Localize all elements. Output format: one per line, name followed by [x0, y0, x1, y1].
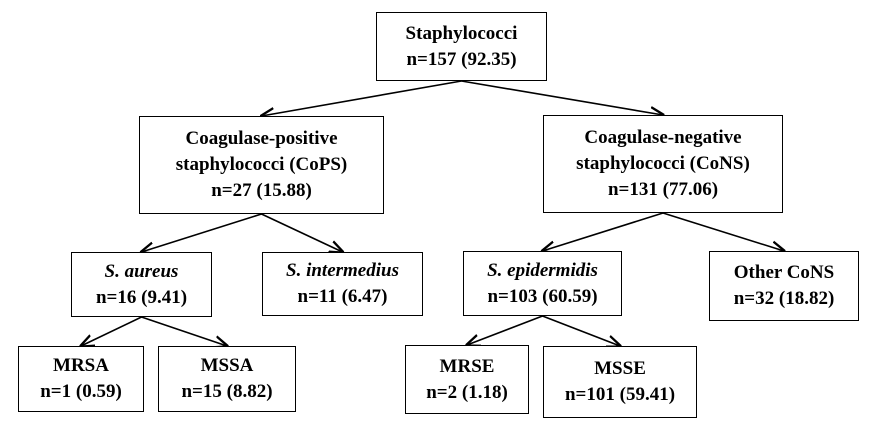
arrow-root-to-cons [461, 80, 664, 115]
node-cops-count: n=27 (15.88) [211, 180, 312, 201]
arrow-s_epidermidis-to-mrse [467, 315, 543, 345]
node-cons-label-line2: staphylococci (CoNS) [576, 153, 750, 174]
node-mrse: MRSE n=2 (1.18) [405, 345, 529, 414]
node-mrsa-count: n=1 (0.59) [40, 381, 122, 402]
arrow-s_aureus-to-mssa [141, 316, 228, 346]
node-s-intermedius: S. intermedius n=11 (6.47) [262, 252, 423, 316]
node-staphylococci-label: Staphylococci [405, 22, 518, 44]
node-s-aureus-label: S. aureus [104, 260, 179, 282]
node-s-aureus: S. aureus n=16 (9.41) [71, 252, 212, 317]
node-cops-label-line1: Coagulase-positive [185, 128, 338, 149]
node-staphylococci: Staphylococci n=157 (92.35) [376, 12, 547, 81]
arrow-s_aureus-to-mrsa [81, 316, 142, 346]
node-s-intermedius-label: S. intermedius [286, 260, 399, 281]
node-other-cons: Other CoNS n=32 (18.82) [709, 251, 859, 321]
node-msse-count: n=101 (59.41) [564, 384, 676, 405]
node-mrsa: MRSA n=1 (0.59) [18, 346, 144, 412]
node-s-epidermidis-count: n=103 (60.59) [487, 285, 598, 307]
node-other-cons-label: Other CoNS [733, 262, 835, 283]
node-mssa-label: MSSA [200, 355, 254, 376]
arrow-cops-to-s_aureus [142, 213, 262, 252]
arrow-cops-to-s_intermedius [261, 213, 343, 252]
node-cops-label-line2: staphylococci (CoPS) [175, 154, 348, 175]
node-msse: MSSE n=101 (59.41) [543, 346, 697, 418]
node-coagulase-positive: Coagulase-positive staphylococci (CoPS) … [139, 116, 384, 214]
node-mssa: MSSA n=15 (8.82) [158, 346, 296, 412]
node-cons-label-line1: Coagulase-negative [584, 127, 742, 148]
arrow-cons-to-other_cons [662, 212, 784, 251]
arrow-cons-to-s_epidermidis [543, 212, 664, 251]
node-s-intermedius-count: n=11 (6.47) [297, 286, 388, 307]
node-cons-count: n=131 (77.06) [607, 179, 719, 200]
node-s-epidermidis: S. epidermidis n=103 (60.59) [463, 251, 622, 316]
node-mrse-count: n=2 (1.18) [426, 381, 508, 403]
arrow-s_epidermidis-to-msse [542, 315, 621, 346]
node-s-epidermidis-label: S. epidermidis [487, 259, 598, 281]
arrow-root-to-cops [262, 80, 462, 116]
node-msse-label: MSSE [594, 358, 646, 379]
node-staphylococci-count: n=157 (92.35) [406, 48, 517, 70]
node-coagulase-negative: Coagulase-negative staphylococci (CoNS) … [543, 115, 783, 213]
node-s-aureus-count: n=16 (9.41) [95, 286, 188, 308]
node-other-cons-count: n=32 (18.82) [733, 288, 835, 309]
node-mrsa-label: MRSA [53, 355, 109, 376]
node-mrse-label: MRSE [439, 355, 495, 377]
node-mssa-count: n=15 (8.82) [181, 381, 273, 402]
